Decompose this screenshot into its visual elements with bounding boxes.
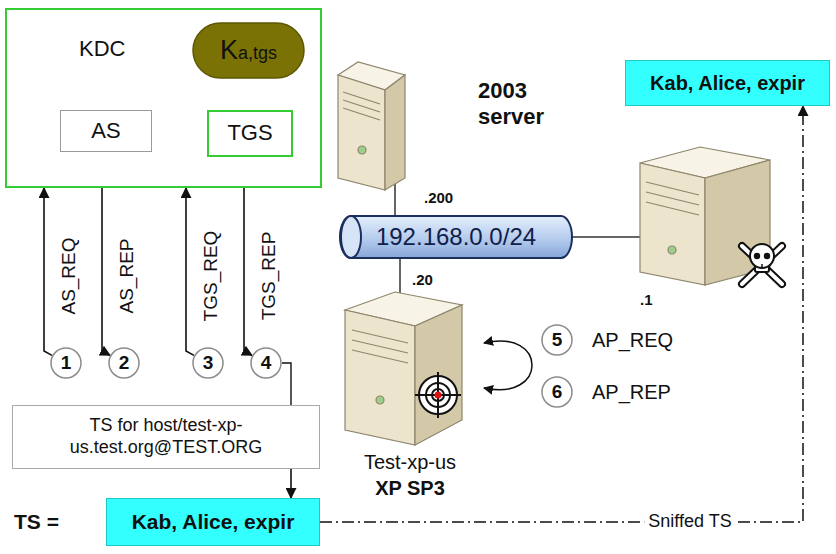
message-label: TGS_REQ bbox=[200, 227, 223, 326]
message-label: AS_REP bbox=[116, 235, 139, 318]
server-box: AS bbox=[60, 110, 152, 152]
step-circle: 5 bbox=[541, 324, 573, 356]
server-name: AS bbox=[91, 118, 120, 144]
ticket-box: Kab, Alice, expir bbox=[625, 60, 830, 106]
ip-suffix: .20 bbox=[412, 271, 433, 289]
network-address: 192.168.0.0/24 bbox=[376, 223, 536, 252]
message-label: TGS_REP bbox=[258, 228, 281, 325]
flow-arrow bbox=[290, 469, 292, 498]
callout-number: 6 bbox=[552, 381, 563, 404]
host-label: Test-xp-us bbox=[364, 450, 456, 474]
sniff-path bbox=[320, 106, 803, 522]
callout-number: 5 bbox=[552, 329, 563, 352]
message-name: AP_REQ bbox=[592, 328, 673, 352]
message-arrow bbox=[44, 188, 52, 355]
message-arrow bbox=[102, 188, 110, 355]
step-circle: 1 bbox=[50, 347, 82, 379]
step-circle: 4 bbox=[250, 347, 282, 379]
server-name: TGS bbox=[227, 120, 272, 146]
target-symbol bbox=[415, 372, 461, 418]
callout-text: TS for host/test-xp-us.test.org@TEST.ORG bbox=[22, 415, 310, 458]
server-icon bbox=[338, 62, 405, 190]
kdc-box: Ka,tgsAS TGS KDC bbox=[5, 8, 322, 188]
message-label: AS_REQ bbox=[58, 233, 81, 318]
ip-suffix: .1 bbox=[640, 291, 653, 309]
message-name: AP_REP bbox=[592, 380, 671, 404]
callout-number: 3 bbox=[203, 352, 214, 375]
ticket-caption: TS = bbox=[14, 509, 59, 534]
callout-number: 1 bbox=[61, 352, 72, 375]
message-arrow bbox=[186, 188, 194, 355]
network-pipe: 192.168.0.0/24 bbox=[340, 215, 572, 259]
kdc-title: KDC bbox=[79, 36, 125, 62]
server-label: 2003 server bbox=[478, 78, 568, 131]
key-pill: Ka,tgs bbox=[192, 22, 305, 79]
key-name: Ka,tgs bbox=[220, 34, 277, 66]
message-label: Sniffed TS bbox=[644, 511, 735, 533]
step-circle: 6 bbox=[541, 376, 573, 408]
leader-line bbox=[282, 363, 291, 405]
workstation-icon bbox=[345, 292, 462, 445]
callout-number: 4 bbox=[261, 352, 272, 375]
ticket-text: Kab, Alice, expir bbox=[650, 71, 805, 95]
loop-arrow bbox=[484, 341, 532, 390]
ticket-text: Kab, Alice, expir bbox=[132, 509, 295, 534]
os-label: XP SP3 bbox=[375, 476, 445, 500]
server-icon bbox=[640, 147, 770, 285]
message-arrow bbox=[244, 188, 252, 355]
step-circle: 3 bbox=[192, 347, 224, 379]
callout-number: 2 bbox=[119, 352, 130, 375]
server-box: TGS bbox=[207, 110, 293, 157]
callout-box: TS for host/test-xp-us.test.org@TEST.ORG bbox=[12, 405, 320, 469]
ticket-box: Kab, Alice, expir bbox=[106, 498, 320, 546]
step-circle: 2 bbox=[108, 347, 140, 379]
skull-symbol bbox=[742, 244, 782, 284]
ip-suffix: .200 bbox=[424, 189, 453, 207]
